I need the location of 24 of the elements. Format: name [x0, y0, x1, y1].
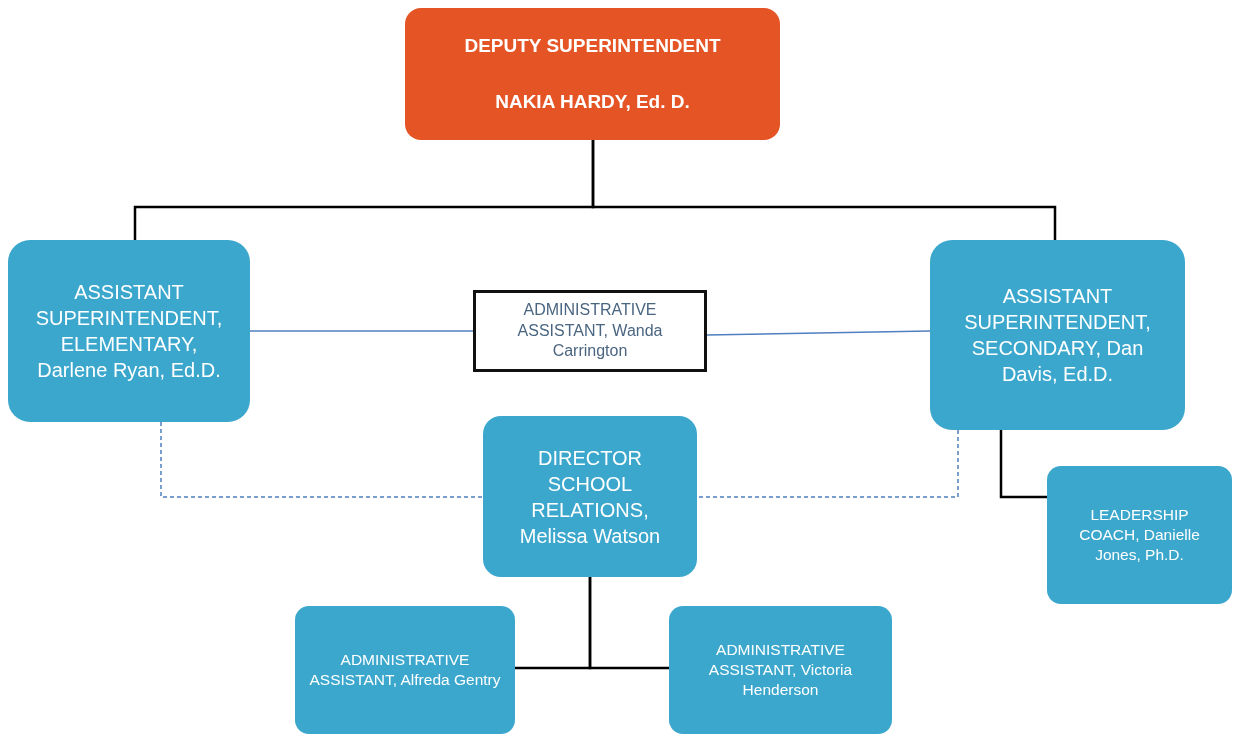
- connector-line: [160, 421, 484, 498]
- connector-line: [696, 429, 959, 498]
- position-text: NAKIA HARDY, Ed. D.: [495, 89, 690, 114]
- position-box: [295, 606, 515, 734]
- position-box: [8, 240, 250, 422]
- title-box: [405, 8, 780, 140]
- connector-line: [999, 430, 1047, 499]
- connector-line: [588, 577, 669, 670]
- position-box: [930, 240, 1185, 430]
- position-text: ASSISTANT SUPERINTENDENT, SECONDARY, Dan Davis, Ed.D.: [963, 284, 1152, 387]
- position-box: [483, 416, 697, 577]
- position-text: ASSISTANT SUPERINTENDENT, ELEMENTARY, Darlene Ryan, Ed.D.: [34, 280, 224, 383]
- position-text: DEPUTY SUPERINTENDENT: [464, 33, 721, 58]
- connector-line: [249, 330, 474, 332]
- position-box: [1047, 466, 1232, 604]
- connector-line: [591, 140, 1057, 240]
- connector-line: [706, 330, 931, 336]
- position-text: LEADERSHIP COACH, Danielle Jones, Ph.D.: [1078, 504, 1201, 566]
- position-text: ADMINISTRATIVE ASSISTANT, Victoria Henderson: [707, 639, 854, 701]
- position-text: ADMINISTRATIVE ASSISTANT, Wanda Carrington: [516, 299, 664, 362]
- position-text: DIRECTOR SCHOOL RELATIONS, Melissa Watson: [518, 445, 662, 549]
- position-box: [473, 290, 707, 372]
- position-box: [669, 606, 892, 734]
- position-text: ADMINISTRATIVE ASSISTANT, Alfreda Gentry: [309, 649, 501, 690]
